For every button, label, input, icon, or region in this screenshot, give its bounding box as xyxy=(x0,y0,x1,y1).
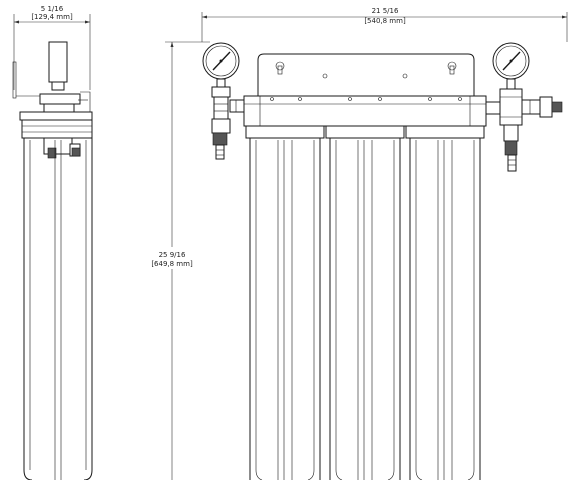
front-width-imperial: 21 5/16 xyxy=(372,7,399,15)
height-imperial: 25 9/16 xyxy=(159,251,186,259)
side-width-dimension: 5 1/16 [129,4 mm] xyxy=(13,5,91,90)
front-width-dimension: 21 5/16 [540,8 mm] xyxy=(201,7,568,42)
filter-housing-3 xyxy=(409,138,481,480)
filter-housing-2 xyxy=(329,138,401,480)
keyhole-right-icon xyxy=(447,61,457,75)
side-view xyxy=(12,41,93,480)
left-pressure-gauge-icon xyxy=(202,42,240,88)
front-width-metric: [540,8 mm] xyxy=(364,17,406,25)
right-valve-assembly xyxy=(485,88,563,172)
keyhole-left-icon xyxy=(275,61,285,75)
right-pressure-gauge-icon xyxy=(492,42,530,90)
side-width-imperial: 5 1/16 xyxy=(41,5,64,13)
side-width-metric: [129,4 mm] xyxy=(31,13,73,21)
height-metric: [649,8 mm] xyxy=(151,260,193,268)
mounting-bracket xyxy=(257,53,475,97)
manifold-head xyxy=(243,95,487,127)
left-valve-assembly xyxy=(211,86,245,160)
front-view xyxy=(202,42,563,480)
side-gauge-icon xyxy=(48,41,68,83)
filter-housing-1 xyxy=(249,138,321,480)
height-dimension: 25 9/16 [649,8 mm] xyxy=(147,41,210,480)
